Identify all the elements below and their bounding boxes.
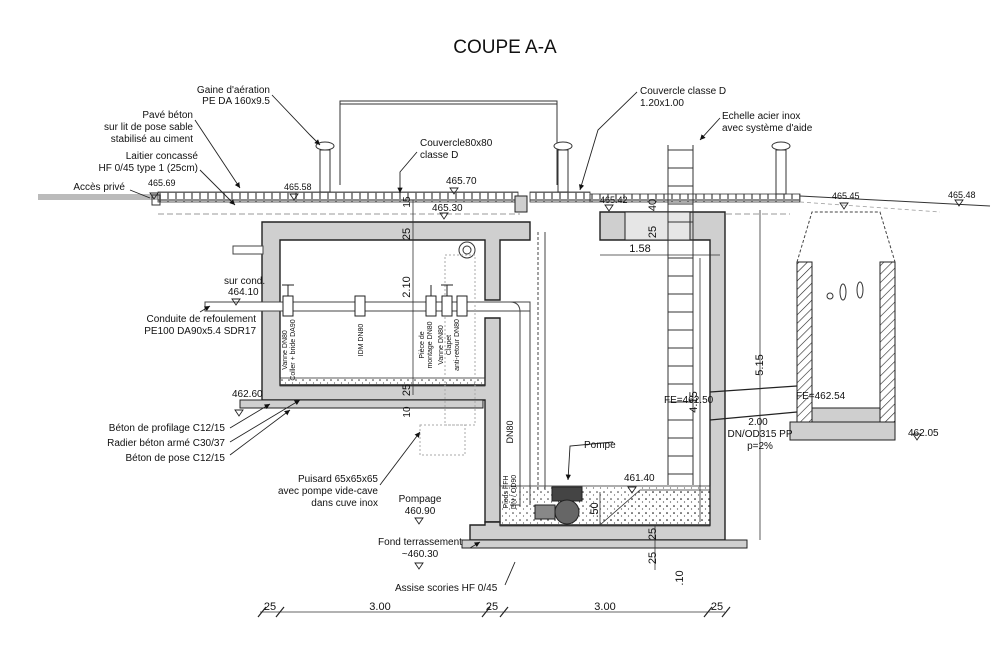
level-markers (149, 187, 964, 570)
dim-15a: 15 (402, 196, 413, 208)
ladder (667, 145, 694, 485)
pave-label-3: stabilisé au ciment (111, 134, 193, 145)
puisard-label-3: dans cuve inox (311, 498, 378, 509)
level-46140: 461.40 (624, 473, 655, 484)
equip-v3-b: montage DN80 (427, 321, 434, 368)
dim-25b: 25 (401, 384, 413, 396)
leader-lines (129, 91, 721, 586)
fe-462-54: FE=462.54 (796, 391, 846, 402)
outlet-pipe (709, 385, 798, 421)
gaine-label-1: Gaine d'aération (197, 85, 270, 96)
dim-158: 1.58 (629, 243, 650, 255)
level-46569: 465.69 (148, 178, 176, 188)
level-46548: 465.48 (948, 190, 976, 200)
bottom-dimension-ticks (257, 606, 731, 618)
couvercleD-label-1: Couvercle classe D (640, 86, 726, 97)
equip-v3-a: Pièce de (419, 331, 426, 358)
conduite-label-2: PE100 DA90x5.4 SDR17 (144, 326, 256, 337)
level-46205: 462.05 (908, 428, 939, 439)
pipe-diameter: DN/OD315 PP (727, 429, 792, 440)
level-46545: 465.45 (832, 191, 860, 201)
equip-v4-a: Vanne DN80 (438, 325, 445, 365)
couvercleD-label-2: 1.20x1.00 (640, 98, 684, 109)
dim-515: 5.15 (754, 354, 766, 375)
drawing-title: COUPE A-A (453, 37, 557, 58)
pompe-label: Pompe (584, 440, 616, 451)
assise-label: Assise scories HF 0/45 (395, 583, 498, 594)
gaine-label-2: PE DA 160x9.5 (202, 96, 270, 107)
puisard-label-1: Puisard 65x65x65 (298, 474, 378, 485)
radier-label: Radier béton armé C30/37 (107, 438, 225, 449)
bottom-dim-5: 25 (711, 601, 723, 613)
labels: Gaine d'aération PE DA 160x9.5 Pavé béto… (73, 85, 812, 594)
fond-level: ~460.30 (402, 549, 439, 560)
dim-010: .10 (674, 570, 686, 585)
level-46570: 465.70 (446, 176, 477, 187)
puisard-label-2: avec pompe vide-cave (278, 486, 378, 497)
level-46558: 465.58 (284, 182, 312, 192)
dim-25c: 25 (647, 226, 659, 238)
dim-40: 40 (647, 199, 659, 211)
equip-pieds-a: Pieds FFH (503, 475, 510, 508)
conduite-label-1: Conduite de refoulement (146, 314, 256, 325)
equip-v1-b: Coller + bride DA90 (290, 319, 297, 380)
dim-25e: 25 (647, 552, 659, 564)
bottom-dim-4: 3.00 (594, 601, 615, 613)
level-46260: 462.60 (232, 389, 263, 400)
dim-10: 10 (402, 406, 413, 418)
left-chamber (239, 221, 531, 523)
dim-415: 4.15 (688, 391, 700, 412)
pipe-slope: p=2% (747, 441, 773, 452)
pompage-label: Pompage (399, 494, 442, 505)
equip-pieds-b: DN / OD90 (511, 475, 518, 509)
couvercle80-label-2: classe D (420, 150, 458, 161)
level-values: 465.69 465.58 465.70 465.30 465.42 465.4… (148, 176, 976, 484)
bottom-dimension-chain: 25 3.00 25 3.00 25 (264, 601, 723, 613)
pump-icon (534, 486, 583, 525)
fe-462-50: FE=462.50 (664, 395, 714, 406)
right-manhole (789, 211, 896, 441)
dimension-values: 25 2.10 25 10 15 1.58 40 25 5.15 4.15 .5… (401, 196, 766, 586)
bottom-dim-2: 3.00 (369, 601, 390, 613)
acces-label: Accès privé (73, 182, 125, 193)
laitier-label-1: Laitier concassé (126, 151, 199, 162)
piping (204, 232, 546, 506)
pave-label-2: sur lit de pose sable (104, 122, 193, 133)
dim-25a: 25 (401, 228, 413, 240)
pipe-length: 2.00 (748, 417, 768, 428)
vent-pipes (315, 141, 791, 195)
equip-v4-b: Clapet (446, 335, 453, 355)
surcond-label: sur cond. (224, 276, 265, 287)
dim-210: 2.10 (401, 276, 413, 297)
level-46530: 465.30 (432, 203, 463, 214)
bottom-dim-1: 25 (264, 601, 276, 613)
profilage-label: Béton de profilage C12/15 (109, 423, 226, 434)
surcond-level: 464.10 (228, 287, 259, 298)
echelle-label-2: avec système d'aide (722, 123, 813, 134)
bottom-dim-3: 25 (486, 601, 498, 613)
fond-label: Fond terrassement (378, 537, 462, 548)
laitier-label-2: HF 0/45 type 1 (25cm) (99, 163, 198, 174)
equip-dn80: DN80 (505, 420, 515, 443)
ladder-rungs (668, 149, 693, 475)
pose-label: Béton de pose C12/15 (125, 453, 225, 464)
couvercle80-label-1: Couvercle80x80 (420, 138, 493, 149)
level-46542: 465.42 (600, 195, 628, 205)
equip-v1-a: Vanne DN80 (282, 330, 289, 370)
dimension-lines (260, 200, 761, 613)
dim-25d: 25 (647, 528, 659, 540)
equipment-labels: Vanne DN80 Coller + bride DA90 IDM DN80 … (282, 319, 518, 509)
pave-label-1: Pavé béton (142, 110, 193, 121)
dim-050: .50 (589, 502, 601, 517)
pompage-level: 460.90 (405, 506, 436, 517)
equip-v4-c: anti-retour DN80 (454, 319, 461, 371)
equip-v2: IDM DN80 (358, 324, 365, 357)
echelle-label-1: Echelle acier inox (722, 111, 800, 122)
valves (282, 284, 468, 317)
